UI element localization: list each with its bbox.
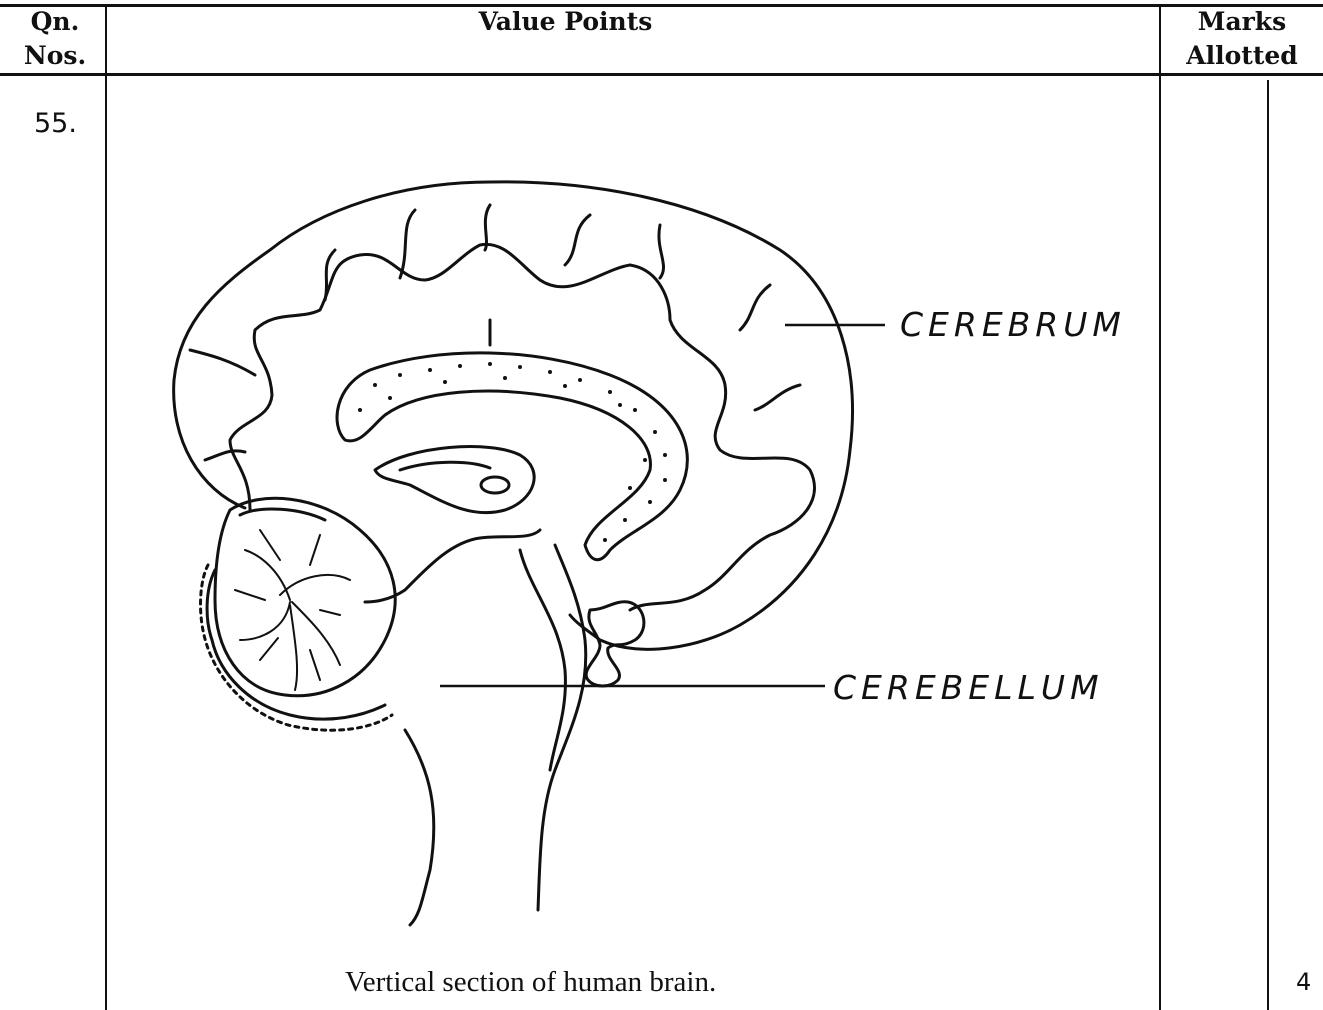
- label-cerebrum: CEREBRUM: [900, 305, 1126, 344]
- label-cerebellum: CEREBELLUM: [833, 668, 1104, 707]
